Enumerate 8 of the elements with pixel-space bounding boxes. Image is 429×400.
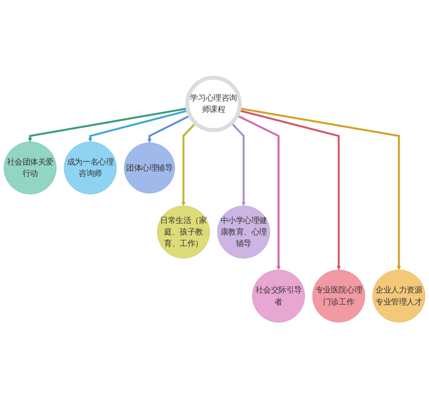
arrow — [239, 107, 402, 270]
arrow — [147, 114, 191, 143]
arrow — [181, 122, 196, 206]
arrow — [236, 114, 281, 270]
arrow — [28, 107, 188, 142]
arrow — [238, 109, 341, 270]
arrow — [230, 122, 246, 206]
arrow — [88, 110, 188, 142]
